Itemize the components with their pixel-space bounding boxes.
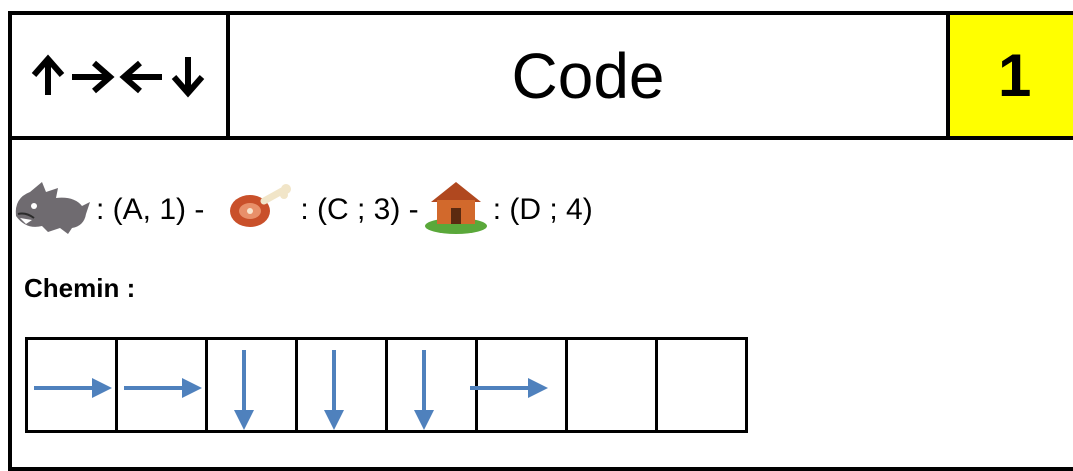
- arrow-right-icon: [470, 378, 548, 398]
- ham-icon: [226, 181, 296, 239]
- code-card: Code 1 : (A, 1) - : (C ; 3) -: [8, 11, 1073, 471]
- path-cell[interactable]: [28, 340, 118, 430]
- path-grid: [25, 337, 748, 433]
- arrow-down-icon: [414, 350, 434, 430]
- card-title: Code: [230, 15, 950, 136]
- path-cell[interactable]: [118, 340, 208, 430]
- arrow-down-icon: [324, 350, 344, 430]
- arrow-down-icon: [234, 350, 254, 430]
- arrow-up-icon: [31, 53, 65, 95]
- arrow-right-icon: [34, 378, 112, 398]
- arrow-right-icon: [124, 378, 202, 398]
- ham-coordinates: : (C ; 3) -: [300, 193, 419, 226]
- path-cell[interactable]: [658, 340, 748, 430]
- arrows-icon-group: [31, 53, 205, 98]
- dog-coordinates: : (A, 1) -: [96, 193, 205, 226]
- house-icon: [423, 176, 489, 244]
- arrow-left-icon: [119, 60, 162, 93]
- direction-arrows-legend: [12, 15, 230, 136]
- arrow-down-icon: [171, 56, 205, 98]
- path-cell[interactable]: [298, 340, 388, 430]
- card-header: Code 1: [12, 15, 1073, 140]
- path-cell[interactable]: [388, 340, 478, 430]
- card-number: 1: [950, 15, 1073, 136]
- path-cell[interactable]: [208, 340, 298, 430]
- path-label: Chemin :: [24, 273, 136, 303]
- dog-icon: [12, 176, 92, 244]
- coordinates-legend: : (A, 1) - : (C ; 3) - : (D ; 4): [12, 175, 593, 245]
- path-cell[interactable]: [470, 340, 568, 430]
- house-coordinates: : (D ; 4): [492, 193, 593, 226]
- arrow-right-icon: [72, 60, 115, 93]
- path-cell[interactable]: [568, 340, 658, 430]
